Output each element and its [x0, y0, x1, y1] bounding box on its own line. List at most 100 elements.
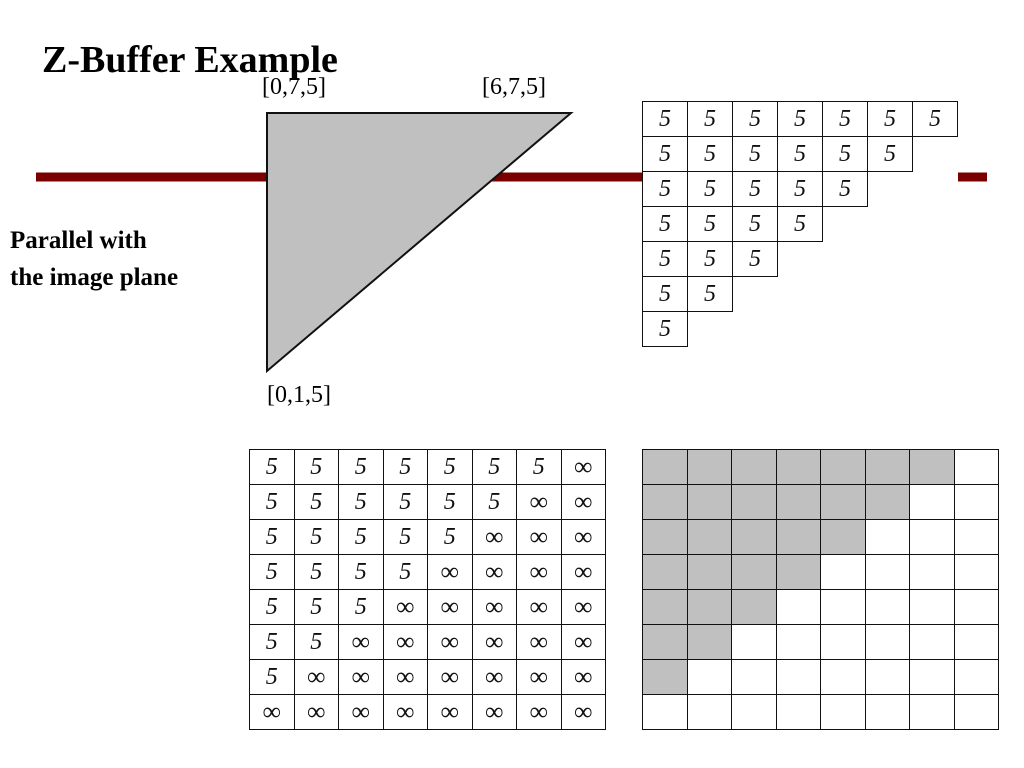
z-buffer-cell: 5 [293, 554, 339, 590]
depth-cell: 5 [867, 136, 913, 172]
filled-pixel [686, 624, 732, 660]
empty-cell [732, 311, 778, 347]
z-buffer-cell: ∞ [427, 659, 473, 695]
z-buffer-cell: ∞ [560, 624, 606, 660]
z-buffer-cell: 5 [338, 589, 384, 625]
depth-cell: 5 [822, 171, 868, 207]
filled-pixel [820, 519, 866, 555]
filled-pixel [731, 484, 777, 520]
depth-cell: 5 [777, 136, 823, 172]
frame-buffer-row [642, 554, 999, 590]
z-buffer-cell: ∞ [471, 694, 517, 730]
page-title: Z-Buffer Example [42, 39, 338, 81]
depth-cell: 5 [687, 171, 733, 207]
z-buffer-cell: 5 [249, 624, 295, 660]
empty-cell [912, 136, 958, 172]
z-buffer-cell: ∞ [471, 659, 517, 695]
z-buffer-cell: ∞ [516, 694, 562, 730]
frame-buffer-row [642, 694, 999, 730]
z-buffer-cell: ∞ [427, 589, 473, 625]
depth-cell: 5 [642, 171, 688, 207]
filled-pixel [731, 554, 777, 590]
z-buffer-cell: ∞ [338, 659, 384, 695]
depth-cell: 5 [732, 206, 778, 242]
z-buffer-cell: 5 [382, 449, 428, 485]
frame-buffer-row [642, 484, 999, 520]
z-buffer-cell: ∞ [427, 554, 473, 590]
depth-cell: 5 [867, 101, 913, 137]
vertex-label-top-right: [6,7,5] [482, 74, 546, 100]
depth-cell: 5 [687, 101, 733, 137]
depth-cell: 5 [642, 311, 688, 347]
filled-pixel [909, 449, 955, 485]
z-buffer-cell: ∞ [293, 694, 339, 730]
depth-cell: 5 [687, 276, 733, 312]
z-buffer-cell: 5 [249, 554, 295, 590]
empty-pixel [953, 694, 999, 730]
z-buffer-cell: 5 [516, 449, 562, 485]
depth-cell: 5 [642, 101, 688, 137]
z-buffer-cell: ∞ [427, 694, 473, 730]
empty-pixel [775, 694, 821, 730]
empty-pixel [953, 519, 999, 555]
depth-cell: 5 [642, 206, 688, 242]
filled-pixel [686, 519, 732, 555]
z-buffer-cell: 5 [249, 519, 295, 555]
depth-cell: 5 [912, 101, 958, 137]
z-buffer-cell: 5 [338, 519, 384, 555]
filled-pixel [642, 449, 688, 485]
empty-cell [822, 276, 868, 312]
filled-pixel [775, 449, 821, 485]
depth-cell: 5 [732, 101, 778, 137]
empty-pixel [642, 694, 688, 730]
vertex-label-bottom-left: [0,1,5] [267, 382, 331, 408]
filled-pixel [686, 484, 732, 520]
z-buffer-cell: 5 [338, 484, 384, 520]
side-label: Parallel with the image plane [10, 222, 178, 296]
empty-pixel [820, 624, 866, 660]
z-buffer-cell: ∞ [516, 519, 562, 555]
empty-pixel [909, 624, 955, 660]
empty-cell [912, 241, 958, 277]
z-buffer-cell: ∞ [382, 659, 428, 695]
empty-pixel [864, 589, 910, 625]
empty-pixel [820, 694, 866, 730]
z-buffer-cell: 5 [293, 624, 339, 660]
frame-buffer-row [642, 519, 999, 555]
z-buffer-cell: ∞ [516, 659, 562, 695]
z-buffer-cell: ∞ [249, 694, 295, 730]
filled-pixel [820, 484, 866, 520]
z-buffer-cell: 5 [382, 519, 428, 555]
empty-cell [822, 311, 868, 347]
empty-pixel [864, 554, 910, 590]
filled-pixel [642, 589, 688, 625]
z-buffer-cell: 5 [249, 449, 295, 485]
z-buffer-cell: ∞ [516, 484, 562, 520]
empty-pixel [953, 589, 999, 625]
side-label-line1: Parallel with [10, 227, 147, 254]
filled-pixel [686, 449, 732, 485]
depth-cell: 5 [642, 136, 688, 172]
z-buffer-cell: ∞ [560, 554, 606, 590]
depth-cell: 5 [732, 171, 778, 207]
empty-pixel [864, 694, 910, 730]
empty-pixel [731, 659, 777, 695]
empty-cell [867, 206, 913, 242]
empty-cell [867, 311, 913, 347]
z-buffer-cell: ∞ [382, 589, 428, 625]
empty-pixel [909, 694, 955, 730]
depth-cell: 5 [822, 136, 868, 172]
triangle-depth-row: 5 [642, 311, 958, 347]
empty-pixel [820, 554, 866, 590]
empty-pixel [864, 624, 910, 660]
filled-pixel [731, 519, 777, 555]
z-buffer-row: ∞∞∞∞∞∞∞∞ [249, 694, 606, 730]
